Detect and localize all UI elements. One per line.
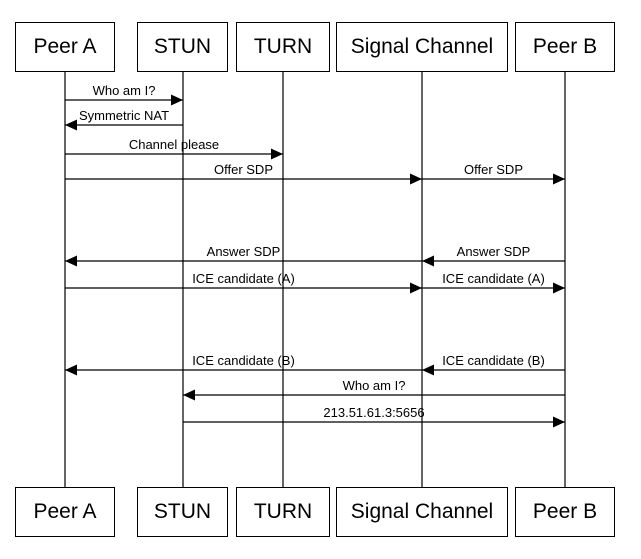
actor-box-bottom-signal-channel: Signal Channel xyxy=(336,487,508,537)
message-arrowhead-4 xyxy=(553,173,565,185)
message-label-9: ICE candidate (B) xyxy=(192,353,295,368)
message-arrowhead-1 xyxy=(65,119,77,131)
message-arrowhead-5 xyxy=(65,255,77,267)
actor-box-bottom-stun: STUN xyxy=(137,487,228,537)
message-label-10: ICE candidate (B) xyxy=(442,353,545,368)
message-label-7: ICE candidate (A) xyxy=(192,271,295,286)
message-arrowhead-2 xyxy=(271,148,283,160)
message-arrowhead-10 xyxy=(422,364,434,376)
message-arrowhead-0 xyxy=(171,94,183,106)
actor-box-top-stun: STUN xyxy=(137,22,228,72)
message-arrowhead-3 xyxy=(410,173,422,185)
actor-box-top-turn: TURN xyxy=(236,22,330,72)
message-label-3: Offer SDP xyxy=(213,162,274,177)
message-label-1: Symmetric NAT xyxy=(78,108,170,123)
message-label-6: Answer SDP xyxy=(456,244,531,259)
actor-box-bottom-peer-b: Peer B xyxy=(515,487,615,537)
message-label-2: Channel please xyxy=(128,137,220,152)
actor-box-top-signal-channel: Signal Channel xyxy=(336,22,508,72)
message-label-5: Answer SDP xyxy=(206,244,281,259)
message-arrowhead-9 xyxy=(65,364,77,376)
message-arrowhead-12 xyxy=(553,416,565,428)
message-label-8: ICE candidate (A) xyxy=(442,271,545,286)
message-arrowhead-6 xyxy=(422,255,434,267)
message-arrowhead-8 xyxy=(553,282,565,294)
message-arrowhead-11 xyxy=(183,389,195,401)
actor-box-bottom-peer-a: Peer A xyxy=(15,487,115,537)
actor-box-top-peer-a: Peer A xyxy=(15,22,115,72)
message-label-12: 213.51.61.3:5656 xyxy=(323,405,425,420)
message-label-4: Offer SDP xyxy=(463,162,524,177)
actor-box-bottom-turn: TURN xyxy=(236,487,330,537)
message-label-11: Who am I? xyxy=(342,378,406,393)
actor-box-top-peer-b: Peer B xyxy=(515,22,615,72)
message-label-0: Who am I? xyxy=(92,83,156,98)
message-arrowhead-7 xyxy=(410,282,422,294)
